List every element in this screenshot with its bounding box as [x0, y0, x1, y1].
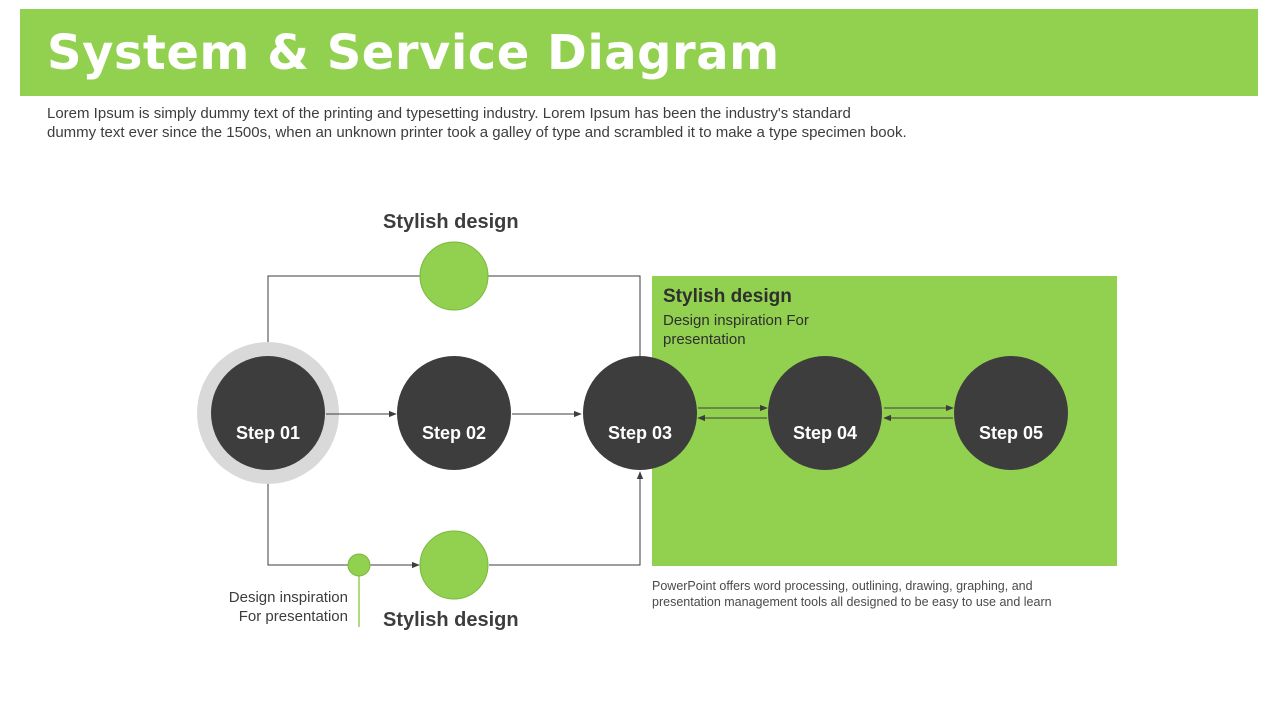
panel-footer-line-2: presentation management tools all design…	[652, 595, 1052, 609]
step-01-label: Step 01	[235, 423, 301, 443]
step-04-label: Step 04	[792, 423, 858, 443]
title-bar: System & Service Diagram	[20, 9, 1258, 96]
step-03-circle	[583, 356, 697, 470]
callout-pin-dot	[347, 553, 371, 577]
intro-text: Lorem Ipsum is simply dummy text of the …	[47, 104, 1007, 142]
side-note-line-2: For presentation	[238, 608, 348, 625]
side-note: Design inspiration For presentation	[229, 588, 348, 626]
connector-bottom-left	[267, 470, 420, 569]
step-01-circle	[211, 356, 325, 470]
side-note-line-1: Design inspiration	[228, 589, 348, 606]
connector-bottom-right	[489, 471, 644, 566]
panel-description: Design inspiration For presentation	[663, 312, 809, 348]
intro-line-2: dummy text ever since the 1500s, when an…	[47, 124, 907, 141]
top-node-label: Stylish design	[383, 211, 519, 233]
bottom-green-node	[419, 530, 489, 600]
panel-footer-text: PowerPoint offers word processing, outli…	[652, 578, 1122, 610]
panel-footer-line-1: PowerPoint offers word processing, outli…	[652, 579, 1033, 593]
step-02-label: Step 02	[421, 423, 487, 443]
top-green-node	[419, 241, 489, 311]
step-05-label: Step 05	[978, 423, 1044, 443]
page-title: System & Service Diagram	[47, 25, 780, 81]
step-04-circle	[768, 356, 882, 470]
panel-title: Stylish design	[663, 286, 792, 307]
bottom-node-label: Stylish design	[383, 609, 519, 631]
step-03-label: Step 03	[607, 423, 673, 443]
intro-line-1: Lorem Ipsum is simply dummy text of the …	[47, 105, 851, 122]
step-02-circle	[397, 356, 511, 470]
step-05-circle	[954, 356, 1068, 470]
